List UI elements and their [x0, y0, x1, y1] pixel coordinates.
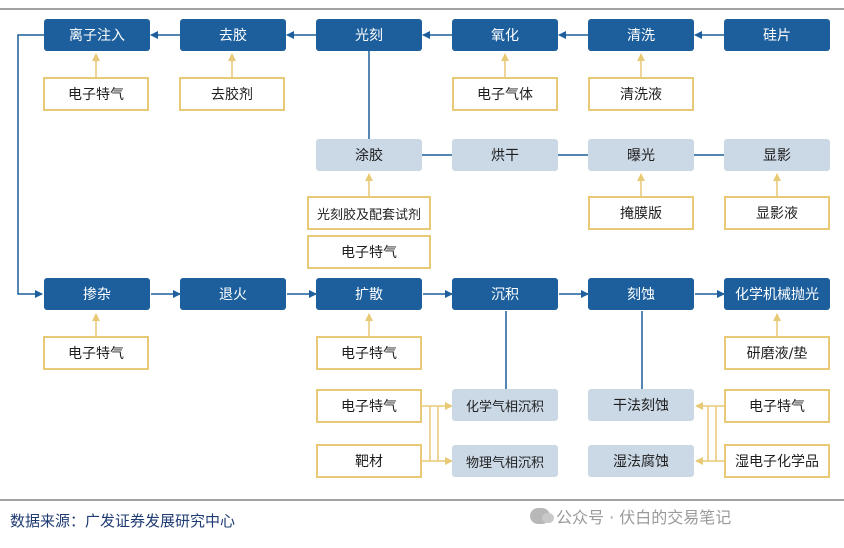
material-cvd-gas: 电子特气	[316, 389, 422, 423]
watermark: 公众号 · 伏白的交易笔记	[530, 504, 731, 528]
litho-coating: 涂胶	[316, 139, 422, 171]
step-doping: 掺杂	[44, 278, 150, 310]
material-wet-chemicals: 湿电子化学品	[724, 444, 830, 478]
material-doping-gas: 电子特气	[43, 336, 149, 370]
step-ion-implant: 离子注入	[44, 19, 150, 51]
subprocess-pvd: 物理气相沉积	[452, 445, 558, 477]
watermark-text: 公众号 · 伏白的交易笔记	[556, 508, 732, 527]
litho-baking: 烘干	[452, 139, 558, 171]
material-developer: 显影液	[724, 196, 830, 230]
material-diffusion-gas: 电子特气	[316, 336, 422, 370]
subprocess-cvd: 化学气相沉积	[452, 389, 558, 421]
material-coating-gas: 电子特气	[307, 235, 431, 269]
step-etching: 刻蚀	[588, 278, 694, 310]
material-target: 靶材	[316, 444, 422, 478]
material-cleaning-solution: 清洗液	[588, 77, 694, 111]
arrow-implant-to-doping	[17, 34, 44, 298]
material-cmp-slurry-pad: 研磨液/垫	[724, 336, 830, 370]
step-oxidation: 氧化	[452, 19, 558, 51]
wechat-icon	[530, 508, 554, 524]
material-implant-gas: 电子特气	[43, 77, 149, 111]
step-wafer: 硅片	[724, 19, 830, 51]
source-note: 数据来源：广发证券发展研究中心	[10, 512, 236, 530]
step-resist-strip: 去胶	[180, 19, 286, 51]
step-annealing: 退火	[180, 278, 286, 310]
step-deposition: 沉积	[452, 278, 558, 310]
material-photomask: 掩膜版	[588, 196, 694, 230]
material-etch-gas: 电子特气	[724, 389, 830, 423]
material-oxidation-gas: 电子气体	[452, 77, 558, 111]
step-lithography: 光刻	[316, 19, 422, 51]
material-photoresist: 光刻胶及配套试剂	[307, 196, 431, 230]
material-strip-agent: 去胶剂	[179, 77, 285, 111]
step-diffusion: 扩散	[316, 278, 422, 310]
subprocess-dry-etch: 干法刻蚀	[588, 389, 694, 421]
step-cleaning: 清洗	[588, 19, 694, 51]
litho-exposure: 曝光	[588, 139, 694, 171]
subprocess-wet-etch: 湿法腐蚀	[588, 445, 694, 477]
litho-developing: 显影	[724, 139, 830, 171]
step-cmp: 化学机械抛光	[724, 278, 830, 310]
